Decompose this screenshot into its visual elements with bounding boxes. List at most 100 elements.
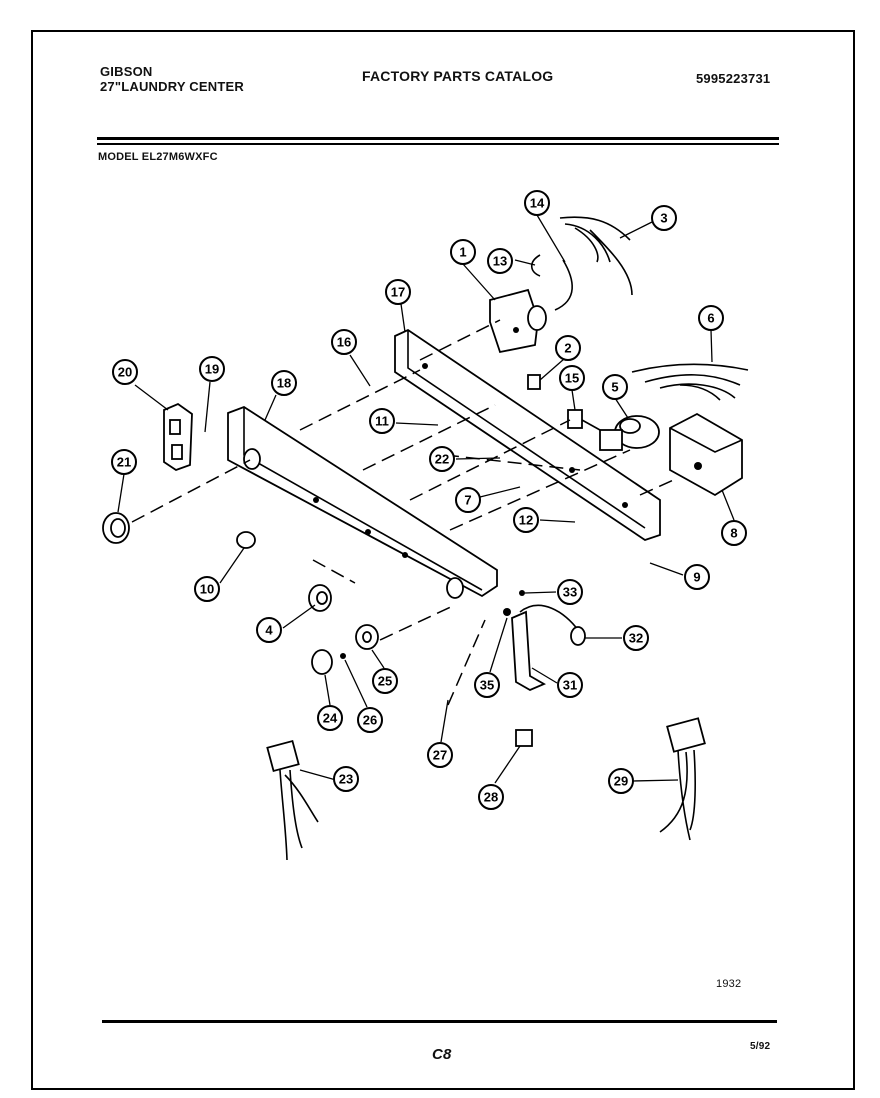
- screw-part: [519, 590, 525, 596]
- nut-part: [503, 608, 511, 616]
- timer-part: [489, 288, 547, 354]
- callout-label: 25: [378, 674, 392, 689]
- callout-label: 17: [391, 285, 405, 300]
- callout-20: 20: [112, 359, 138, 385]
- selector-knob-part: [308, 584, 332, 612]
- wire-harness-6: [631, 363, 749, 401]
- callout-25: 25: [372, 668, 398, 694]
- callout-label: 20: [118, 365, 132, 380]
- callout-label: 12: [519, 513, 533, 528]
- callout-22: 22: [429, 446, 455, 472]
- rear-bracket-part: [394, 328, 661, 541]
- door-switch-part: [163, 402, 193, 471]
- callout-label: 14: [530, 196, 545, 211]
- callout-1: 1: [450, 239, 476, 265]
- callout-label: 6: [707, 311, 714, 326]
- callout-label: 19: [205, 362, 219, 377]
- callout-6: 6: [698, 305, 724, 331]
- catalog-number: 5995223731: [696, 71, 771, 86]
- callout-4: 4: [256, 617, 282, 643]
- footer-rule: [102, 1020, 777, 1023]
- callout-label: 4: [265, 623, 273, 638]
- catalog-title: FACTORY PARTS CATALOG: [362, 68, 554, 84]
- callouts: 1 2 3 4 5 6 7 8 9 10 11 12 13 14 15 16 1…: [111, 190, 747, 810]
- callout-7: 7: [455, 487, 481, 513]
- footer-mark: C8: [432, 1046, 452, 1063]
- control-panel-part: [227, 405, 498, 599]
- callout-label: 11: [375, 414, 389, 429]
- callout-label: 7: [464, 493, 471, 508]
- switch-part: [567, 409, 601, 431]
- product-name: 27"LAUNDRY CENTER: [100, 79, 244, 94]
- callout-17: 17: [385, 279, 411, 305]
- callout-label: 23: [339, 772, 353, 787]
- callout-19: 19: [199, 356, 225, 382]
- washer-part: [355, 624, 379, 650]
- callout-label: 10: [200, 582, 214, 597]
- callout-9: 9: [684, 564, 710, 590]
- callout-10: 10: [194, 576, 220, 602]
- callout-label: 1: [459, 245, 466, 260]
- callout-2: 2: [555, 335, 581, 361]
- knob-part: [102, 512, 130, 544]
- callout-label: 27: [433, 748, 447, 763]
- callout-29: 29: [608, 768, 634, 794]
- callout-label: 18: [277, 376, 291, 391]
- page-border: [31, 30, 855, 1090]
- wire-harness-14: [530, 254, 573, 311]
- callout-label: 2: [564, 341, 571, 356]
- callout-label: 26: [363, 713, 377, 728]
- electronic-box-part: [669, 412, 743, 497]
- callout-14: 14: [524, 190, 550, 216]
- callout-33: 33: [557, 579, 583, 605]
- callout-21: 21: [111, 449, 137, 475]
- callout-24: 24: [317, 705, 343, 731]
- callout-32: 32: [623, 625, 649, 651]
- callout-12: 12: [513, 507, 539, 533]
- callout-label: 35: [480, 678, 494, 693]
- figure-number: 1932: [716, 978, 742, 990]
- callout-13: 13: [487, 248, 513, 274]
- callout-label: 13: [493, 254, 507, 269]
- callout-27: 27: [427, 742, 453, 768]
- callout-label: 8: [730, 526, 737, 541]
- callout-label: 3: [660, 211, 667, 226]
- callout-label: 9: [693, 570, 700, 585]
- leader-lines: [117, 214, 735, 784]
- callout-label: 31: [563, 678, 577, 693]
- bracket-clip-part: [527, 374, 541, 390]
- callout-26: 26: [357, 707, 383, 733]
- callout-23: 23: [333, 766, 359, 792]
- callout-8: 8: [721, 520, 747, 546]
- header-rule-top: [97, 137, 779, 140]
- callout-15: 15: [559, 365, 585, 391]
- model-number: MODEL EL27M6WXFC: [98, 151, 218, 163]
- brand-name: GIBSON: [100, 64, 153, 79]
- callout-label: 29: [614, 774, 628, 789]
- switch-bracket-part: [511, 604, 586, 692]
- callout-16: 16: [331, 329, 357, 355]
- spacer-part: [236, 531, 256, 549]
- motor-part: [599, 415, 660, 451]
- assembly-lines: [131, 319, 679, 706]
- clip-part: [340, 653, 346, 659]
- callout-label: 33: [563, 585, 577, 600]
- callout-3: 3: [651, 205, 677, 231]
- callout-label: 28: [484, 790, 498, 805]
- brand-header: GIBSON 27"LAUNDRY CENTER: [100, 64, 244, 94]
- revision-date: 5/92: [750, 1041, 771, 1052]
- callout-label: 16: [337, 335, 351, 350]
- callout-28: 28: [478, 784, 504, 810]
- callout-31: 31: [557, 672, 583, 698]
- callout-label: 5: [611, 380, 618, 395]
- wire-harness-3: [559, 216, 633, 296]
- callout-label: 32: [629, 631, 643, 646]
- callout-11: 11: [369, 408, 395, 434]
- callout-5: 5: [602, 374, 628, 400]
- callout-label: 21: [117, 455, 131, 470]
- callout-label: 22: [435, 452, 449, 467]
- lamp-switch-part: [515, 729, 533, 747]
- callout-label: 15: [565, 371, 579, 386]
